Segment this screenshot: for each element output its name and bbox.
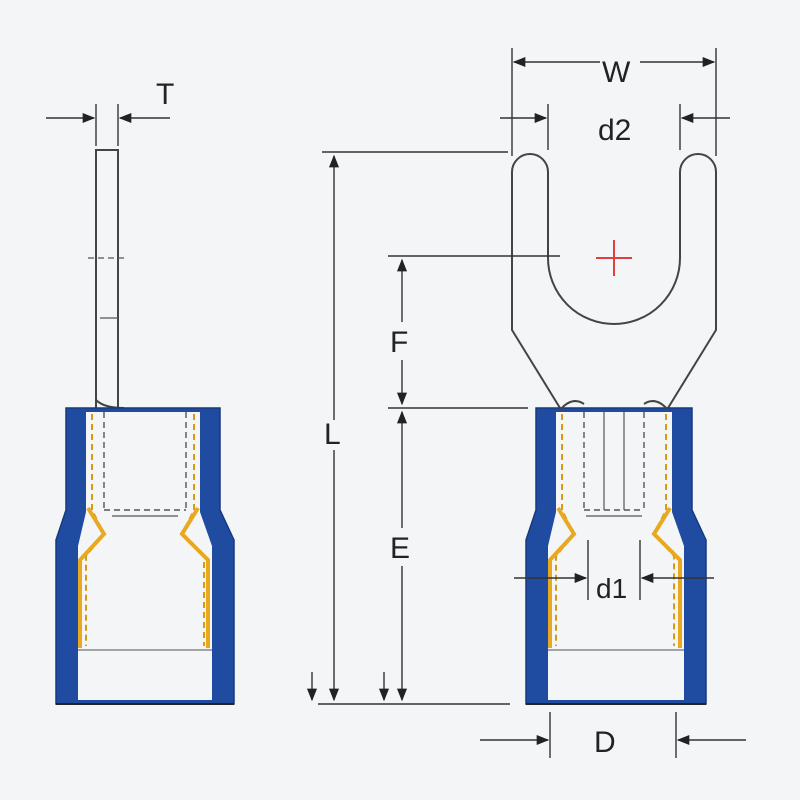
dimension-d1: d1 — [514, 540, 714, 604]
plus-center-mark-icon — [596, 240, 632, 276]
label-f: F — [390, 326, 408, 359]
dimension-w: W — [511, 48, 717, 156]
dimension-l: L — [306, 151, 510, 705]
label-d1: d1 — [596, 573, 627, 604]
label-t: T — [156, 78, 174, 111]
front-view — [511, 153, 717, 705]
side-tongue — [95, 149, 119, 408]
label-d2: d2 — [598, 114, 631, 147]
dimension-d2: d2 — [500, 104, 730, 150]
label-d: D — [594, 726, 616, 759]
dimension-f: F — [388, 255, 560, 409]
side-view — [55, 149, 235, 705]
dimension-e: E — [378, 410, 410, 702]
label-w: W — [602, 56, 631, 89]
label-e: E — [390, 532, 410, 565]
label-l: L — [324, 418, 341, 451]
dimension-t: T — [46, 78, 174, 146]
dimension-d: D — [480, 712, 746, 759]
fork-tongue — [511, 153, 717, 409]
